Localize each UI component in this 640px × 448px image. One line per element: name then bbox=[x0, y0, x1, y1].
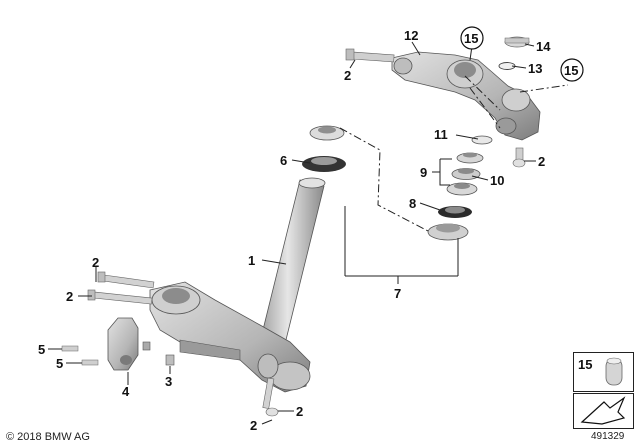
copyright-text: © 2018 BMW AG bbox=[6, 431, 90, 443]
holder-bracket bbox=[107, 317, 139, 371]
callout-4: 4 bbox=[122, 384, 130, 399]
callout-2-upper-left: 2 bbox=[92, 255, 99, 270]
lower-clamp-bolts bbox=[87, 271, 155, 305]
bracket-screws bbox=[61, 345, 99, 366]
callout-10: 10 bbox=[490, 173, 504, 188]
cap-nut bbox=[504, 36, 530, 48]
callout-5-upper: 5 bbox=[38, 342, 45, 357]
grease-tube-icon bbox=[605, 357, 623, 386]
arrow-icon bbox=[580, 396, 626, 425]
assembly-lines bbox=[339, 75, 569, 233]
direction-arrow-box[interactable] bbox=[573, 393, 634, 429]
bushing-upper bbox=[142, 341, 151, 351]
callout-7: 7 bbox=[394, 286, 401, 301]
callout-2-bottom-right: 2 bbox=[296, 404, 303, 419]
lower-fork-bridge bbox=[149, 281, 311, 393]
callout-6: 6 bbox=[280, 153, 287, 168]
bottom-pinch-bolt bbox=[262, 377, 279, 417]
callout-11: 11 bbox=[434, 127, 448, 142]
upper-bearing bbox=[302, 125, 346, 172]
callout-3: 3 bbox=[165, 374, 172, 389]
legend-box-15: 15 bbox=[573, 352, 634, 392]
callout-8: 8 bbox=[409, 196, 416, 211]
callout-15-circle-top bbox=[460, 26, 484, 50]
callout-15-right: 15 bbox=[564, 63, 578, 78]
callout-15-circle-right bbox=[560, 58, 584, 82]
callout-13: 13 bbox=[528, 61, 542, 76]
callout-2-top: 2 bbox=[344, 68, 351, 83]
callout-14: 14 bbox=[536, 39, 551, 54]
callout-2-right: 2 bbox=[538, 154, 545, 169]
callout-9: 9 bbox=[420, 165, 427, 180]
legend-number: 15 bbox=[578, 357, 593, 372]
callout-1: 1 bbox=[248, 253, 255, 268]
callout-2-bottom: 2 bbox=[250, 418, 257, 433]
callout-12: 12 bbox=[404, 28, 418, 43]
callout-2-left: 2 bbox=[66, 289, 73, 304]
bearing-stack bbox=[427, 135, 493, 241]
bushing bbox=[165, 354, 175, 366]
upper-clamp-bolt bbox=[345, 48, 395, 63]
figure-number: 491329 bbox=[591, 431, 625, 442]
callout-15-top: 15 bbox=[464, 31, 478, 46]
right-pinch-bolt bbox=[512, 147, 526, 168]
upper-fork-bridge bbox=[391, 51, 541, 141]
callout-5-lower: 5 bbox=[56, 356, 63, 371]
leader-lines bbox=[48, 41, 536, 425]
